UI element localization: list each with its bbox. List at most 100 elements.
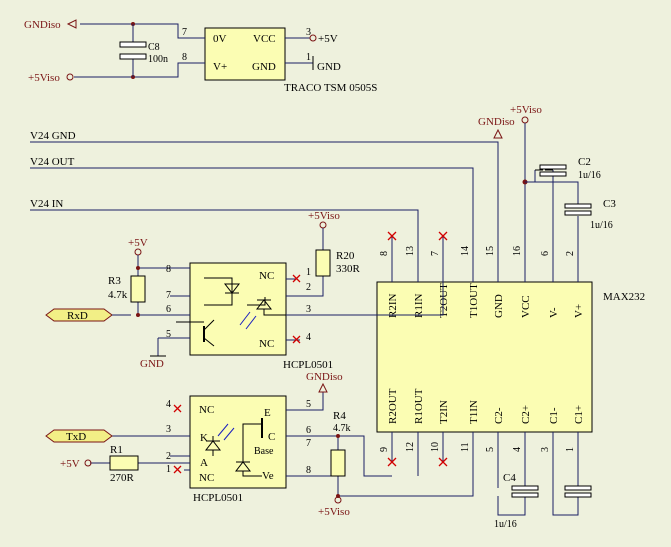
rail-v24-gnd: V24 GND bbox=[30, 130, 76, 142]
opto-rx-nc2: NC bbox=[259, 338, 274, 350]
max232-pinnum: 8 bbox=[379, 251, 390, 256]
max232-pinnum: 9 bbox=[379, 447, 390, 452]
max232-pinnum: 12 bbox=[405, 442, 416, 452]
rail-v24-out: V24 OUT bbox=[30, 156, 75, 168]
converter-pin-0v: 0V bbox=[213, 33, 227, 45]
opto-rx-pin5: 5 bbox=[166, 329, 171, 340]
gndiso-flag-icon bbox=[493, 128, 503, 139]
max232-pinlabel: C2+ bbox=[520, 405, 532, 424]
max232-pinnum: 14 bbox=[460, 246, 471, 256]
opto-tx-pin7: 7 bbox=[306, 438, 311, 449]
c3-value: 1u/16 bbox=[590, 220, 613, 231]
c2-value: 1u/16 bbox=[578, 170, 601, 181]
max232-pinlabel: V- bbox=[548, 307, 560, 318]
max232-pinlabel: GND bbox=[493, 294, 505, 318]
opto-rx-net-gnd: GND bbox=[140, 358, 164, 370]
opto-tx-nc1: NC bbox=[199, 404, 214, 416]
c1-wires bbox=[552, 432, 579, 516]
r1-value: 270R bbox=[110, 472, 135, 484]
max232-pinlabel: T1OUT bbox=[468, 283, 480, 318]
max232-ic: MAX232 8R2IN13R1IN7T2OUT14T1OUT15GND16VC… bbox=[376, 231, 645, 467]
wire-v24-in bbox=[30, 209, 419, 282]
c4-plate-bottom-icon bbox=[511, 492, 539, 498]
converter-pin-vcc: VCC bbox=[253, 33, 276, 45]
c4-loop bbox=[497, 496, 526, 516]
opto-tx-body bbox=[189, 395, 287, 489]
5v-terminal-icon bbox=[309, 34, 317, 42]
r4-body-icon bbox=[330, 449, 346, 477]
max232-pinlabel: C1+ bbox=[573, 405, 585, 424]
opto-rx-nc1: NC bbox=[259, 270, 274, 282]
r1-body-icon bbox=[109, 455, 139, 471]
opto-tx-pin3: 3 bbox=[166, 424, 171, 435]
max232-pinnum: 3 bbox=[540, 447, 551, 452]
r20-value: 330R bbox=[336, 263, 361, 275]
c2-wires bbox=[525, 170, 554, 282]
opto-tx-net-gndiso: GNDiso bbox=[306, 371, 343, 383]
converter-pinnum-1: 1 bbox=[306, 52, 311, 63]
max232-pin-v: 6V- bbox=[540, 251, 560, 318]
opto-rx-net-5v: +5V bbox=[128, 237, 148, 249]
opto-rx-internal bbox=[263, 309, 286, 316]
opto-rx-pin6: 6 bbox=[166, 304, 171, 315]
5v-terminal-icon bbox=[84, 459, 92, 467]
opto-tx-pin8: 8 bbox=[306, 465, 311, 476]
opto-tx-nc2: NC bbox=[199, 472, 214, 484]
opto-tx-net-5v: +5V bbox=[60, 458, 80, 470]
junction-dot bbox=[136, 313, 140, 317]
opto-tx-net-5viso: +5Viso bbox=[318, 506, 350, 518]
max232-pinnum: 5 bbox=[485, 447, 496, 452]
opto-tx-base: Base bbox=[254, 446, 274, 457]
c2-plate-bottom-icon bbox=[539, 171, 567, 177]
opto-tx-k: K bbox=[200, 432, 208, 444]
opto-rx-pin8: 8 bbox=[166, 264, 171, 275]
opto-tx-pin1: 1 bbox=[166, 464, 171, 475]
c8-plate-bottom-icon bbox=[119, 53, 147, 60]
c3-ref: C3 bbox=[603, 198, 616, 210]
opto-rx-pin2: 2 bbox=[306, 282, 311, 293]
junction-dot bbox=[336, 434, 340, 438]
opto-tx-nc1-cross-icon bbox=[173, 404, 182, 413]
v24-rails: V24 GND V24 OUT V24 IN bbox=[30, 130, 499, 282]
opto-rx-transistor-legs bbox=[203, 319, 215, 347]
rail-gndiso-label: GNDiso bbox=[478, 116, 515, 128]
max232-pinnum: 4 bbox=[512, 447, 523, 452]
converter-part-label: TRACO TSM 0505S bbox=[284, 82, 377, 94]
5viso-terminal-icon bbox=[66, 73, 74, 81]
c3-wires bbox=[525, 181, 579, 282]
opto-tx: NC NC K A E C Base Ve HCPL0501 4 3 2 1 5… bbox=[45, 371, 474, 518]
wire-v24-out bbox=[30, 167, 474, 282]
opto-rx-internal bbox=[204, 277, 233, 292]
max232-pinnum: 7 bbox=[430, 251, 441, 256]
txd-port[interactable] bbox=[45, 429, 113, 443]
c4-ref: C4 bbox=[503, 472, 516, 484]
opto-rx-pin4: 4 bbox=[306, 332, 311, 343]
c3-plate-bottom-icon bbox=[564, 210, 592, 216]
opto-tx-pin6: 6 bbox=[306, 425, 311, 436]
nc-cross-icon bbox=[387, 457, 397, 467]
c4-wires bbox=[497, 432, 526, 488]
max232-pinnum: 10 bbox=[430, 442, 441, 452]
max232-pinnum: 1 bbox=[565, 447, 576, 452]
gndiso-flag-icon bbox=[318, 382, 328, 393]
max232-pinlabel: R2IN bbox=[387, 294, 399, 319]
dcdc-converter: 0V V+ VCC GND TRACO TSM 0505S 7 8 GNDiso… bbox=[24, 19, 377, 94]
opto-tx-right-wires bbox=[286, 392, 339, 496]
max232-pin-v: 2V+ bbox=[565, 251, 585, 318]
converter-pinnum-7: 7 bbox=[182, 27, 187, 38]
opto-rx-left-wires bbox=[138, 267, 190, 339]
max232-pinnum: 16 bbox=[512, 246, 523, 256]
opto-rx-light-arrows-icon bbox=[239, 311, 257, 330]
max232-pinlabel: C1- bbox=[548, 407, 560, 424]
nc-cross-icon bbox=[438, 231, 448, 241]
opto-rx-pin3: 3 bbox=[306, 304, 311, 315]
c3-plate-top-icon bbox=[564, 203, 592, 209]
opto-tx-ve: Ve bbox=[262, 470, 274, 482]
converter-pinnum-8: 8 bbox=[182, 52, 187, 63]
converter-pinnum-3: 3 bbox=[306, 27, 311, 38]
max232-body bbox=[376, 281, 593, 433]
